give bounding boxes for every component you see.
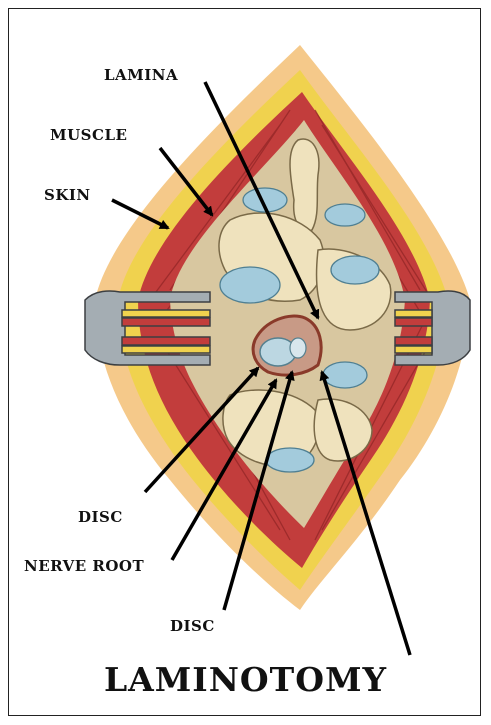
skin-label: SKIN bbox=[44, 186, 91, 204]
muscle-label: MUSCLE bbox=[50, 126, 127, 144]
disc-lower-label: DISC bbox=[170, 617, 215, 635]
disc-upper-label: DISC bbox=[78, 508, 123, 526]
figure-title: LAMINOTOMY bbox=[0, 660, 491, 699]
lamina-label: LAMINA bbox=[104, 66, 178, 84]
nerve-root-label: NERVE ROOT bbox=[24, 557, 144, 575]
